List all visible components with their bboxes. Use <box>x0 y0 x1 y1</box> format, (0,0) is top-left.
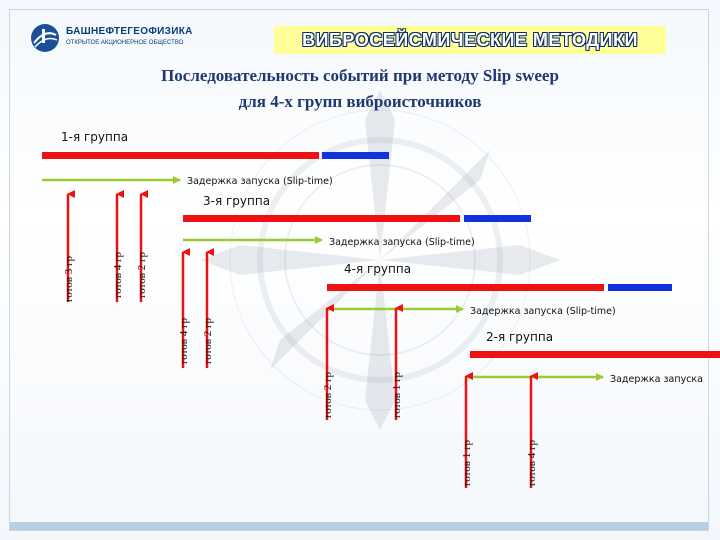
header-banner: ВИБРОСЕЙСМИЧЕСКИЕ МЕТОДИКИ <box>274 26 666 54</box>
group-1-listen-bar <box>322 152 389 159</box>
group-1-delay-label: Задержка запуска (Slip-time) <box>187 176 333 187</box>
group-4-listen-bar <box>608 284 672 291</box>
slide-title-line-2: для 4-х групп виброисточников <box>238 92 482 111</box>
group-2-label: 2-я группа <box>486 330 553 344</box>
group-3-ready-label-2: готов 2 гр <box>202 318 214 364</box>
header-title: ВИБРОСЕЙСМИЧЕСКИЕ МЕТОДИКИ <box>302 29 638 50</box>
group-4-sweep-bar <box>327 284 604 291</box>
group-4-ready-label-1: готов 2 гр <box>322 372 334 418</box>
company-name: БАШНЕФТЕГЕОФИЗИКА <box>66 26 193 37</box>
group-1-sweep-bar <box>42 152 319 159</box>
group-4-ready-label-2: готов 1 гр <box>391 372 403 418</box>
group-2-delay-label: Задержка запуска <box>610 374 703 385</box>
group-4-label: 4-я группа <box>344 262 411 276</box>
company-logo: БАШНЕФТЕГЕОФИЗИКА ОТКРЫТОЕ АКЦИОНЕРНОЕ О… <box>30 23 192 55</box>
slide-frame <box>9 9 709 531</box>
company-subtitle: ОТКРЫТОЕ АКЦИОНЕРНОЕ ОБЩЕСТВО <box>66 40 184 46</box>
group-4-delay-label: Задержка запуска (Slip-time) <box>470 306 616 317</box>
group-3-label: 3-я группа <box>203 194 270 208</box>
slide-bottom-band <box>10 522 708 530</box>
company-emblem-icon <box>31 24 59 52</box>
group-3-ready-label-1: готов 4 гр <box>178 318 190 364</box>
group-1-ready-label-1: готов 3 гр <box>63 256 75 302</box>
group-2-sweep-bar <box>470 351 720 358</box>
group-2-ready-label-2: готов 4 гр <box>526 440 538 486</box>
group-1-ready-label-2: готов 4 гр <box>112 252 124 298</box>
group-3-sweep-bar <box>183 215 460 222</box>
group-2-ready-label-1: готов 1 гр <box>461 440 473 486</box>
slide-title-line-1: Последовательность событий при методу Sl… <box>161 66 559 85</box>
group-1-ready-label-3: готов 2 гр <box>136 252 148 298</box>
group-3-delay-label: Задержка запуска (Slip-time) <box>329 237 475 248</box>
group-3-listen-bar <box>464 215 531 222</box>
group-1-label: 1-я группа <box>61 130 128 144</box>
